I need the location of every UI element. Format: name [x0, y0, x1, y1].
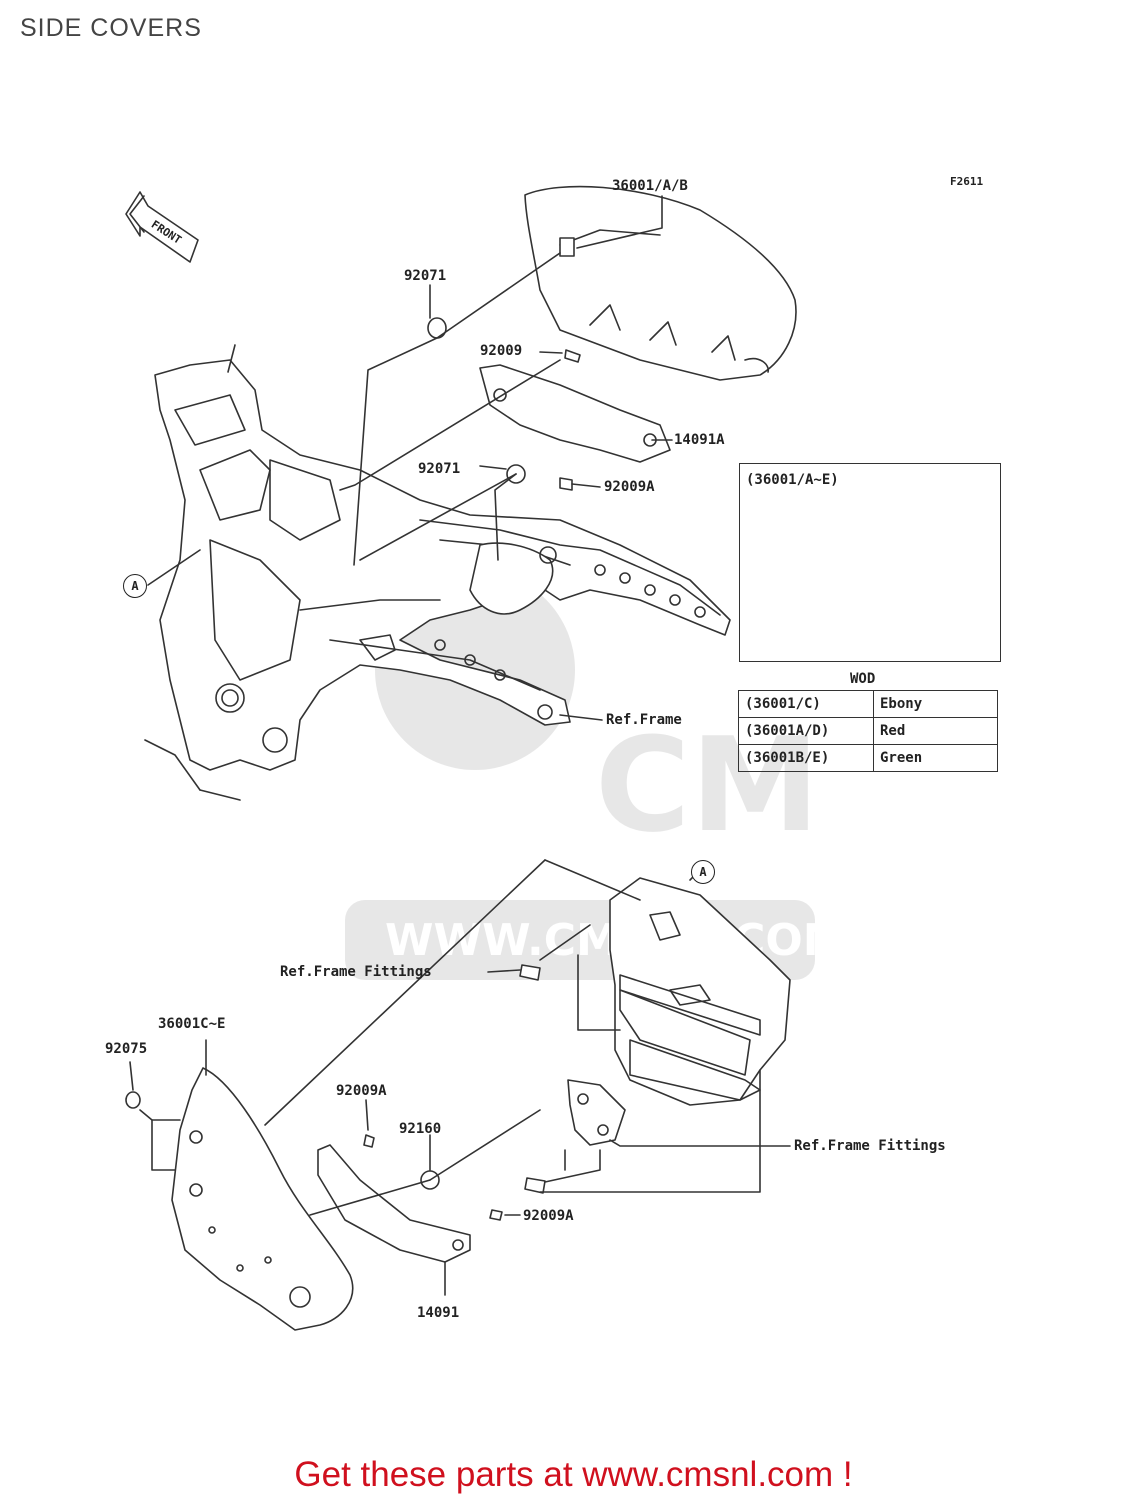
label-92009[interactable]: 92009 — [480, 343, 523, 359]
table-row: (36001A/D) Red — [738, 717, 998, 745]
inset-cover-box: (36001/A~E) — [739, 463, 1001, 662]
figure-code: F2611 — [950, 175, 984, 188]
side-cover-bottom — [171, 1067, 354, 1331]
table-row: (36001B/E) Green — [738, 744, 998, 772]
wod-code: (36001/C) — [738, 690, 874, 718]
front-arrow-icon: FRONT — [125, 191, 199, 263]
label-92071-mid[interactable]: 92071 — [418, 461, 461, 477]
label-92075[interactable]: 92075 — [105, 1041, 148, 1057]
callout-a-top: A — [123, 574, 147, 598]
grommet-92071-top — [427, 317, 447, 339]
bottom-bracket — [567, 1079, 626, 1146]
cover-plate-bottom — [317, 1144, 471, 1263]
wod-table: (36001/C) Ebony (36001A/D) Red (36001B/E… — [738, 690, 998, 772]
bolt-92009a-low — [489, 1209, 503, 1221]
label-14091[interactable]: 14091 — [417, 1305, 460, 1321]
wod-title: WOD — [850, 671, 876, 687]
wod-color: Ebony — [873, 690, 998, 718]
callout-a-bottom: A — [691, 860, 715, 884]
label-36001ab[interactable]: 36001/A/B — [612, 178, 688, 194]
label-92009a-top[interactable]: 92009A — [604, 479, 655, 495]
bolt-92009a-top — [559, 477, 573, 491]
label-ref-frame[interactable]: Ref.Frame — [606, 712, 682, 728]
fastener-92075 — [125, 1091, 141, 1109]
motorcycle-frame — [144, 344, 731, 801]
bolt-92009-top — [564, 349, 581, 363]
inset-title: (36001/A~E) — [746, 472, 839, 488]
label-92009a-mid[interactable]: 92009A — [336, 1083, 387, 1099]
label-92160[interactable]: 92160 — [399, 1121, 442, 1137]
leader-lines-bottom — [129, 859, 791, 1296]
label-92071-top[interactable]: 92071 — [404, 268, 447, 284]
bolt-fitting-2 — [524, 1177, 546, 1194]
cover-plate-top — [479, 364, 671, 463]
table-row: (36001/C) Ebony — [738, 690, 998, 718]
label-ref-frame-fittings-1[interactable]: Ref.Frame Fittings — [280, 964, 432, 980]
wod-code: (36001B/E) — [738, 744, 874, 772]
label-92009a-low[interactable]: 92009A — [523, 1208, 574, 1224]
wod-code: (36001A/D) — [738, 717, 874, 745]
label-14091a[interactable]: 14091A — [674, 432, 725, 448]
label-36001ce[interactable]: 36001C~E — [158, 1016, 226, 1032]
battery-box — [609, 877, 791, 1106]
bolt-fitting-1 — [519, 964, 541, 981]
footer-link[interactable]: Get these parts at www.cmsnl.com ! — [294, 1455, 853, 1494]
page-title: SIDE COVERS — [20, 14, 202, 42]
label-ref-frame-fittings-2[interactable]: Ref.Frame Fittings — [794, 1138, 946, 1154]
leader-lines-top — [147, 195, 673, 721]
wod-color: Red — [873, 717, 998, 745]
bolt-92009a-mid — [363, 1134, 375, 1148]
wod-color: Green — [873, 744, 998, 772]
